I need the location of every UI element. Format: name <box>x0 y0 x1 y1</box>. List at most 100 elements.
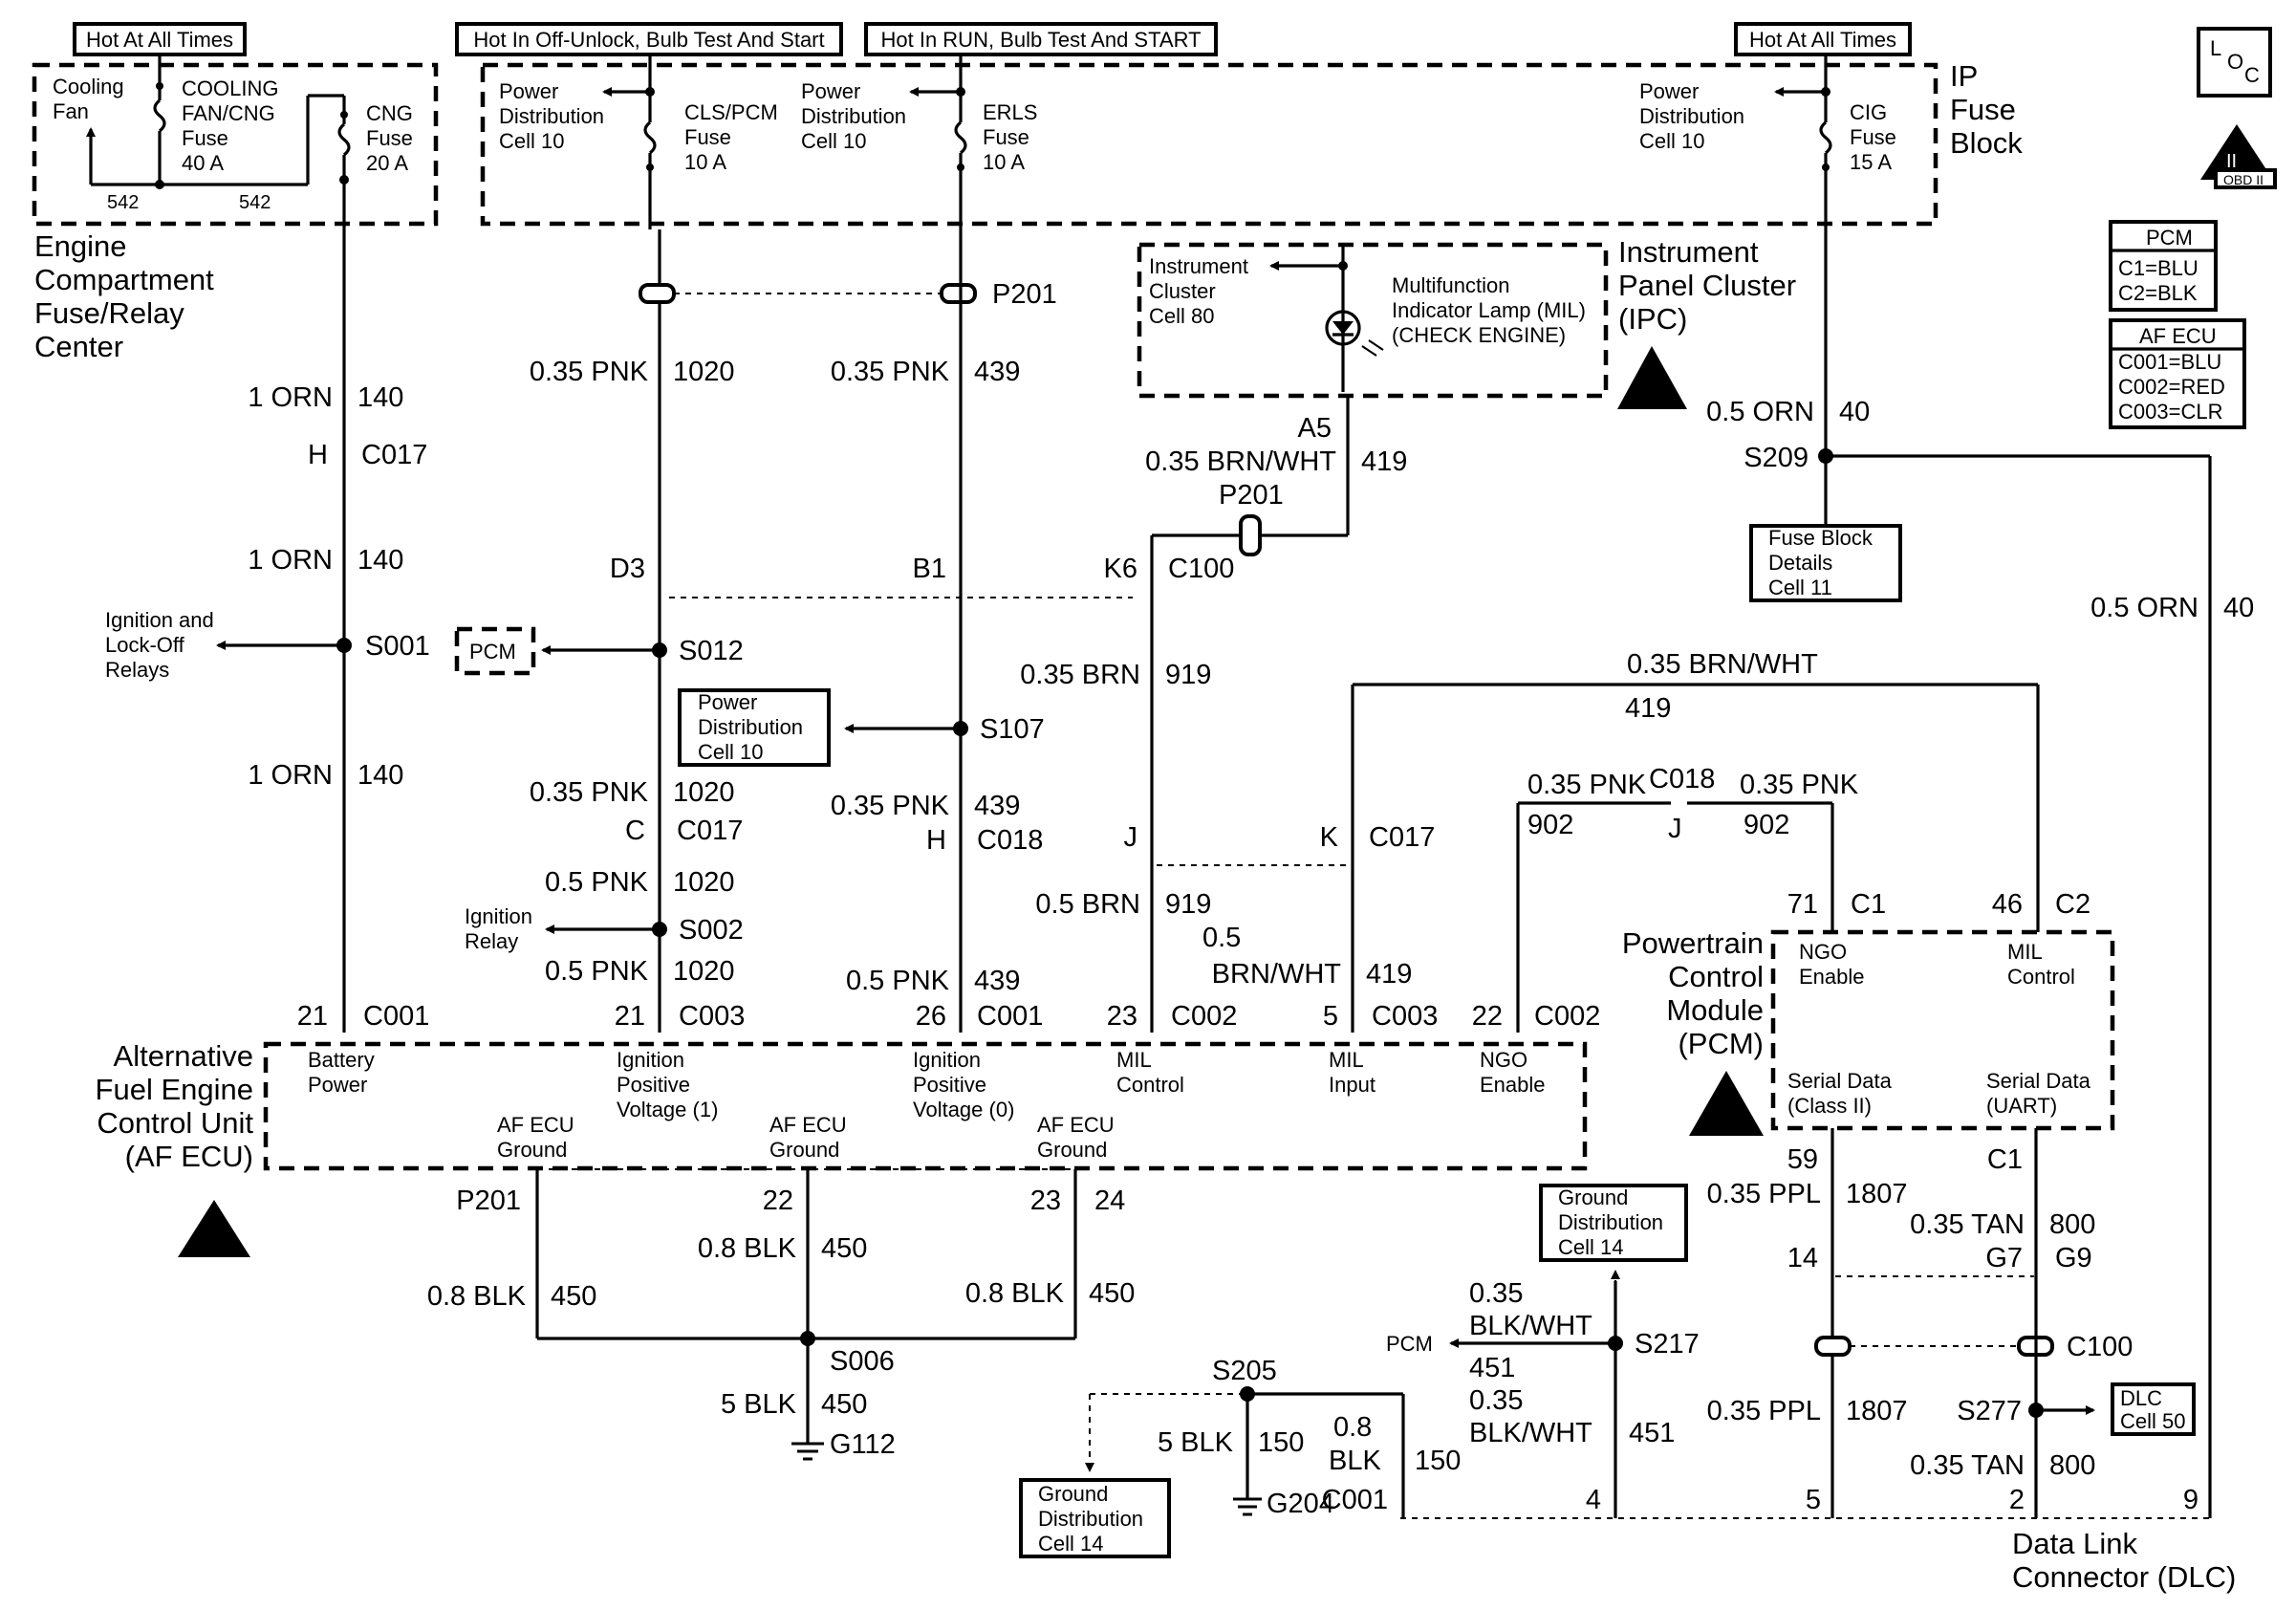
pcm-pin-mil-2: Control <box>2007 965 2075 989</box>
mil-lamp-icon <box>1325 310 1361 346</box>
wire-label: 0.5 <box>1202 923 1241 953</box>
connector-label: C017 <box>361 440 427 470</box>
connector-label: 5 <box>1806 1485 1821 1515</box>
connector-label: C002 <box>1534 1001 1600 1032</box>
splice-label: S209 <box>1744 443 1809 473</box>
wire-label: 439 <box>974 357 1020 387</box>
pcm-title-3: Module <box>1666 993 1764 1027</box>
ip-fuse-title-1: IP <box>1950 59 1978 93</box>
cooling-fuse-label-3: Fuse <box>182 126 228 150</box>
connector-label: C017 <box>1369 822 1435 853</box>
circuit-542-a: 542 <box>107 192 139 213</box>
connector-label: 4 <box>1586 1485 1601 1515</box>
afecu-title-3: Control Unit <box>97 1106 253 1140</box>
loc-c: C <box>2244 63 2260 87</box>
connector-label: 5 <box>1323 1001 1338 1032</box>
wire-label: 902 <box>1744 810 1789 840</box>
wire-label: 0.35 PNK <box>831 791 950 821</box>
dlc-title-2: Connector (DLC) <box>2012 1560 2236 1594</box>
ipc-title-1: Instrument <box>1618 235 1759 269</box>
wire-label: 0.35 TAN <box>1910 1450 2025 1481</box>
af-ecu-module: Alternative Fuel Engine Control Unit (AF… <box>96 1039 1588 1257</box>
erls-fuse-2: Fuse <box>983 125 1029 149</box>
wire-label: 1020 <box>673 867 735 898</box>
wire-label: 0.5 BRN <box>1035 889 1140 920</box>
wire-label: 0.8 BLK <box>427 1281 527 1312</box>
legend-pcm-c2: C2=BLK <box>2118 281 2198 305</box>
pin-gnd1-1: AF ECU <box>497 1113 574 1137</box>
connector-label: 71 <box>1787 889 1818 920</box>
connector-label: C002 <box>1171 1001 1237 1032</box>
cluster-ref-2: Cluster <box>1149 279 1216 303</box>
wire-label: 0.35 PNK <box>530 777 649 808</box>
pcm-pin-ngo-2: Enable <box>1799 965 1865 989</box>
ign-relays-2: Lock-Off <box>105 633 185 657</box>
pin-gnd2-2: Ground <box>769 1138 839 1162</box>
wire-label: 0.35 PNK <box>831 357 950 387</box>
wire-label: 0.35 PNK <box>1527 770 1647 800</box>
cooling-fuse-label-2: FAN/CNG <box>182 101 275 125</box>
pin-ign0-1: Ignition <box>913 1048 981 1072</box>
connector-label: C <box>625 816 645 846</box>
connector-label: 23 <box>1107 1001 1137 1032</box>
connector-label: 21 <box>615 1001 645 1032</box>
pcm-module: Powertrain Control Module (PCM) NGO Enab… <box>1622 926 2115 1136</box>
wire-label: 1 ORN <box>248 760 333 791</box>
wire-label: 140 <box>357 760 403 791</box>
pin-gnd1-2: Ground <box>497 1138 567 1162</box>
pin-ign0-2: Positive <box>913 1073 986 1097</box>
splice-label: S205 <box>1212 1356 1277 1386</box>
connector-label: K6 <box>1104 554 1137 584</box>
esd-icon-pcm <box>1689 1071 1764 1136</box>
wiring <box>216 229 2212 1519</box>
power-source-labels: Hot At All Times Hot In Off-Unlock, Bulb… <box>73 22 1912 56</box>
splice-label: S006 <box>830 1346 895 1377</box>
wire-label: 1 ORN <box>248 545 333 576</box>
connector-label: C003 <box>679 1001 745 1032</box>
pcm-pin-class2-2: (Class II) <box>1787 1094 1872 1118</box>
ground-label: G112 <box>830 1429 896 1460</box>
wire-label: 0.5 PNK <box>846 966 950 996</box>
engine-box-title-2: Compartment <box>34 263 214 296</box>
pin-ign1-1: Ignition <box>617 1048 684 1072</box>
ref-ground-dist-a-2: Distribution <box>1558 1210 1663 1234</box>
splice-label: S012 <box>679 636 744 666</box>
wire-label: 419 <box>1625 693 1671 724</box>
ip-fuse-block: Power Distribution Cell 10 CLS/PCM Fuse … <box>480 54 2023 229</box>
mil-label-3: (CHECK ENGINE) <box>1392 323 1566 347</box>
esd-icon-afecu <box>178 1200 250 1257</box>
wire-label: 0.5 PNK <box>545 956 649 987</box>
wire-label: 419 <box>1361 446 1407 477</box>
ipc-title-2: Panel Cluster <box>1618 269 1796 302</box>
connector-label: C018 <box>977 825 1043 856</box>
wire-label: 919 <box>1165 889 1211 920</box>
wire-label: 0.35 PPL <box>1707 1396 1821 1426</box>
wire-label: 800 <box>2049 1450 2095 1481</box>
wire-label: 450 <box>821 1233 867 1264</box>
wire-label: 800 <box>2049 1209 2095 1240</box>
legend-afecu-c003: C003=CLR <box>2118 400 2222 424</box>
pcm-title-2: Control <box>1668 960 1764 993</box>
legend-afecu-c001: C001=BLU <box>2118 350 2221 374</box>
ref-fuse-block-3: Cell 11 <box>1768 576 1832 599</box>
hot-always-label-2: Hot At All Times <box>1749 28 1896 52</box>
wire-label: 439 <box>974 791 1020 821</box>
engine-box-title-3: Fuse/Relay <box>34 296 184 330</box>
connector-label: J <box>1124 822 1138 853</box>
engine-fuse-relay-center: Cooling Fan COOLING FAN/CNG Fuse 40 A CN… <box>32 54 439 363</box>
engine-box-title-4: Center <box>34 330 123 363</box>
wire-label: 0.8 BLK <box>698 1233 797 1264</box>
cooling-fuse-label-1: COOLING <box>182 76 278 100</box>
ign-relays-1: Ignition and <box>105 608 214 632</box>
connector-label: G7 <box>1985 1243 2023 1273</box>
pin-battery-1: Battery <box>308 1048 375 1072</box>
ref-power-dist-3: Cell 10 <box>698 740 763 764</box>
ref-fuse-block-1: Fuse Block <box>1768 526 1874 550</box>
ref-dlc-2: Cell 50 <box>2120 1409 2185 1433</box>
wire-label: 5 BLK <box>721 1389 797 1420</box>
instrument-panel-cluster: Instrument Cluster Cell 80 Multifunction… <box>1137 235 1796 409</box>
wire-label: BLK <box>1329 1446 1381 1476</box>
wire-label: 0.35 PPL <box>1707 1179 1821 1209</box>
legend-afecu-title: AF ECU <box>2139 324 2217 348</box>
wire-label: 439 <box>974 966 1020 996</box>
